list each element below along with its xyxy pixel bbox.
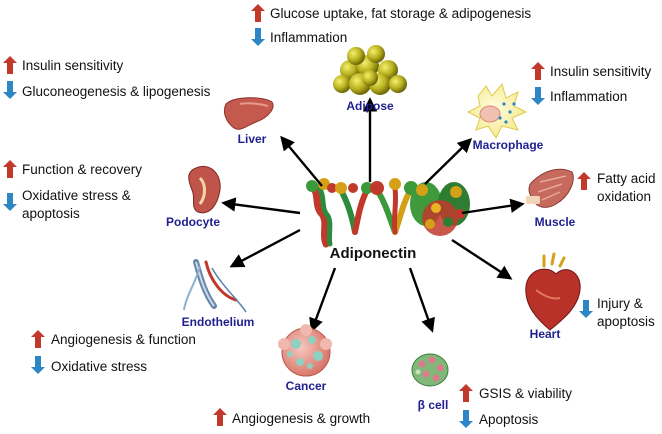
macrophage-up-text: Insulin sensitivity xyxy=(550,64,652,79)
beta-cell-down-text: Apoptosis xyxy=(479,412,539,427)
down-arrow-icon xyxy=(3,81,17,99)
adiponectin-label: Adiponectin xyxy=(330,245,417,262)
target-cancer: Cancer Angiogenesis & growth xyxy=(213,324,370,426)
arrow-to-muscle xyxy=(461,198,525,215)
down-arrow-icon xyxy=(531,87,545,105)
arrow-to-macrophage xyxy=(424,137,473,185)
liver-up-text: Insulin sensitivity xyxy=(22,58,124,73)
arrow-to-beta-cell xyxy=(408,267,435,333)
podocyte-down-text-line2: apoptosis xyxy=(22,206,80,221)
muscle-up-text-line2: oxidation xyxy=(597,189,651,204)
target-macrophage: Insulin sensitivity Inflammation Macroph… xyxy=(466,62,652,152)
adiponectin-molecule-icon xyxy=(306,178,470,248)
macrophage-label: Macrophage xyxy=(473,138,544,152)
beta-cell-up-text: GSIS & viability xyxy=(479,386,572,401)
macrophage-icon xyxy=(466,82,528,139)
target-muscle: Fatty acid oxidation Muscle xyxy=(526,168,656,229)
beta-cell-label: β cell xyxy=(418,398,449,412)
target-heart: Injury & apoptosis Heart xyxy=(525,252,655,341)
liver-icon xyxy=(223,97,274,130)
up-arrow-icon xyxy=(459,384,473,402)
up-arrow-icon xyxy=(31,330,45,348)
target-endothelium: Angiogenesis & function Oxidative stress… xyxy=(31,259,255,374)
up-arrow-icon xyxy=(577,172,591,190)
down-arrow-icon xyxy=(579,300,593,318)
arrow-to-endothelium xyxy=(229,228,301,268)
up-arrow-icon xyxy=(251,4,265,22)
down-arrow-icon xyxy=(459,410,473,428)
heart-icon xyxy=(525,252,581,331)
endothelium-label: Endothelium xyxy=(182,315,255,329)
heart-down-text-line1: Injury & xyxy=(597,296,643,311)
target-liver: Insulin sensitivity Gluconeogenesis & li… xyxy=(3,56,274,146)
blood-vessel-icon xyxy=(183,259,247,313)
up-arrow-icon xyxy=(213,408,227,426)
connector-arrows xyxy=(221,97,525,333)
adipose-up-text: Glucose uptake, fat storage & adipogenes… xyxy=(270,6,531,21)
kidney-icon xyxy=(188,166,221,214)
macrophage-down-text: Inflammation xyxy=(550,89,627,104)
adipose-label: Adipose xyxy=(346,99,394,113)
up-arrow-icon xyxy=(531,62,545,80)
liver-down-text: Gluconeogenesis & lipogenesis xyxy=(22,84,211,99)
endothelium-down-text: Oxidative stress xyxy=(51,359,147,374)
target-adipose: Glucose uptake, fat storage & adipogenes… xyxy=(251,4,531,113)
muscle-icon xyxy=(526,168,574,208)
tumor-cells-icon xyxy=(278,324,332,377)
adipose-tissue-icon xyxy=(333,45,407,95)
cancer-up-text: Angiogenesis & growth xyxy=(232,411,370,426)
target-beta-cell: β cell GSIS & viability Apoptosis xyxy=(411,353,572,428)
arrow-to-heart xyxy=(451,238,513,280)
podocyte-down-text-line1: Oxidative stress & xyxy=(22,188,131,203)
endothelium-up-text: Angiogenesis & function xyxy=(51,332,196,347)
down-arrow-icon xyxy=(31,356,45,374)
podocyte-up-text: Function & recovery xyxy=(22,162,142,177)
heart-label: Heart xyxy=(530,327,561,341)
up-arrow-icon xyxy=(3,160,17,178)
up-arrow-icon xyxy=(3,56,17,74)
heart-down-text-line2: apoptosis xyxy=(597,314,655,329)
cancer-label: Cancer xyxy=(286,379,327,393)
adipose-down-text: Inflammation xyxy=(270,30,347,45)
muscle-up-text-line1: Fatty acid xyxy=(597,171,656,186)
podocyte-label: Podocyte xyxy=(166,215,220,229)
muscle-label: Muscle xyxy=(535,215,576,229)
islet-cell-icon xyxy=(411,353,449,387)
arrow-to-podocyte xyxy=(221,197,301,215)
down-arrow-icon xyxy=(251,28,265,46)
arrow-to-liver xyxy=(280,135,323,187)
liver-label: Liver xyxy=(238,132,267,146)
target-podocyte: Function & recovery Oxidative stress & a… xyxy=(3,160,221,229)
down-arrow-icon xyxy=(3,193,17,211)
arrow-to-cancer xyxy=(309,267,337,333)
